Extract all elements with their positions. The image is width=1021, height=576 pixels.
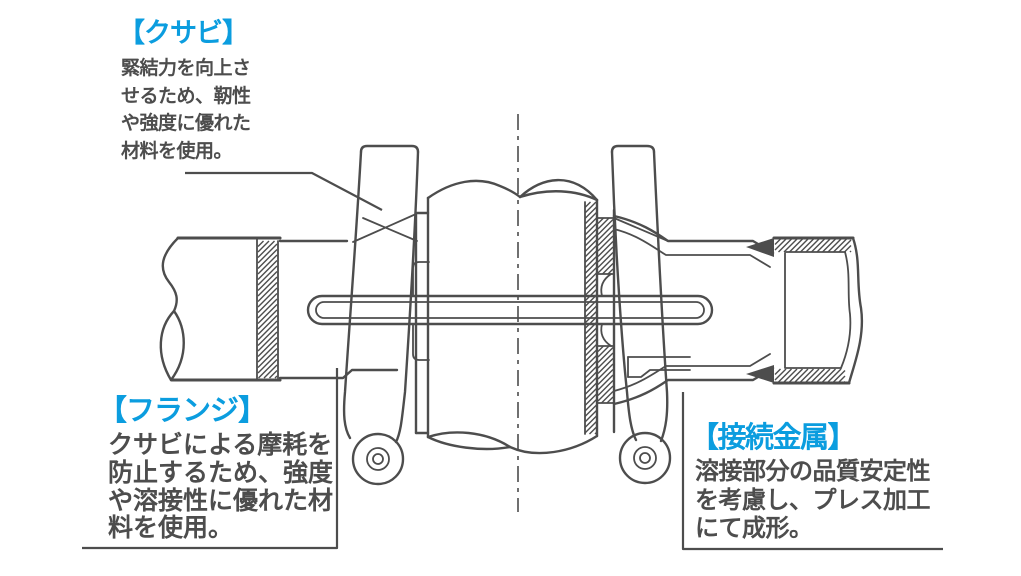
annotation-flange-line: 防止するため、強度 bbox=[108, 457, 334, 487]
annotation-flange-title: 【フランジ】 bbox=[98, 393, 267, 427]
wedge-right bbox=[610, 144, 672, 485]
annotation-metal: 【接続金属】 溶接部分の品質安定性 を考慮し、プレス加工 にて成形。 bbox=[690, 419, 931, 543]
joint-pin bbox=[306, 294, 714, 326]
vertical-pipe bbox=[426, 178, 599, 455]
left-pipe bbox=[159, 236, 282, 382]
connection-metal bbox=[612, 214, 786, 406]
leader-metal bbox=[681, 392, 943, 551]
annotation-metal-title: 【接続金属】 bbox=[690, 420, 857, 454]
weld-top bbox=[746, 238, 774, 257]
wedge-right-hole bbox=[633, 446, 657, 470]
leader-kusabi bbox=[185, 171, 383, 211]
weld-bottom bbox=[746, 365, 774, 383]
annotation-kusabi-line: 材料を使用。 bbox=[121, 139, 233, 162]
annotation-kusabi-title: 【クサビ】 bbox=[118, 18, 249, 49]
annotation-metal-line: にて成形。 bbox=[695, 514, 813, 543]
wedge-left bbox=[342, 144, 420, 486]
annotation-flange: 【フランジ】 クサビによる摩耗を 防止するため、強度 や溶接性に優れた材 料を使… bbox=[98, 392, 333, 542]
annotation-flange-line: や溶接性に優れた材 bbox=[108, 485, 334, 515]
annotation-flange-line: 料を使用。 bbox=[108, 513, 234, 543]
right-socket bbox=[596, 208, 616, 434]
annotation-metal-line: 溶接部分の品質安定性 bbox=[695, 457, 931, 485]
section-hatching bbox=[257, 201, 852, 435]
annotation-kusabi: 【クサビ】 緊結力を向上さ せるため、靭性 や強度に優れた 材料を使用。 bbox=[118, 16, 251, 165]
annotation-metal-line: を考慮し、プレス加工 bbox=[695, 485, 931, 514]
right-pipe bbox=[772, 236, 864, 385]
annotation-flange-line: クサビによる摩耗を bbox=[108, 430, 333, 459]
wedge-left-hole bbox=[366, 447, 390, 471]
leader-flange bbox=[82, 368, 339, 550]
annotation-kusabi-line: 緊結力を向上さ bbox=[121, 57, 251, 79]
annotation-kusabi-line: や強度に優れた bbox=[121, 112, 251, 134]
annotation-kusabi-line: せるため、靭性 bbox=[121, 84, 251, 107]
